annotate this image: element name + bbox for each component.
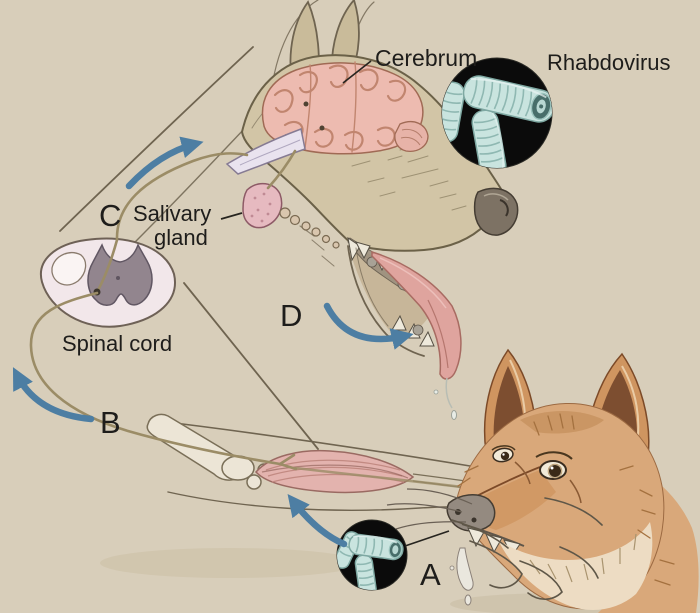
arrow-d [323, 302, 414, 350]
dog-body-outline [59, 46, 335, 450]
fox-eyes [491, 445, 573, 480]
arrow-c [125, 136, 204, 190]
brainstem-cone [225, 127, 306, 175]
nerve-spine-to-brain [115, 152, 249, 242]
virion [471, 109, 507, 168]
inset-pointer-line [404, 530, 450, 547]
step-marker-a: A [420, 557, 441, 592]
pathway-arrows [12, 136, 414, 548]
spinal-cord-inset [39, 237, 176, 328]
brain [225, 61, 429, 175]
nerve-in-cord [95, 238, 119, 294]
cerebrum-pointer-line [342, 60, 372, 84]
spinal-cord-label: Spinal cord [62, 331, 172, 356]
salivary-duct-chain [279, 207, 340, 249]
dog-foreleg [146, 413, 557, 519]
cerebrum-label: Cerebrum [375, 45, 477, 71]
rhabdovirus-label: Rhabdovirus [547, 50, 671, 75]
brain-gyri [273, 61, 407, 153]
drool [433, 377, 457, 420]
virion [462, 75, 552, 123]
fox-drool [449, 547, 474, 606]
cerebellum [394, 121, 429, 152]
step-marker-b: B [100, 405, 121, 440]
vertebral-canal [51, 252, 87, 286]
gland-texture [250, 192, 272, 223]
arrow-a [287, 494, 348, 548]
salivary-pointer-line [220, 212, 243, 220]
salivary-gland [242, 182, 340, 249]
dog-paw-sketch [451, 497, 603, 601]
gray-matter-butterfly [87, 243, 153, 306]
salivary-gland-label-line1: Salivary [133, 201, 211, 226]
dog-nose [473, 187, 519, 236]
fox [386, 348, 699, 613]
step-marker-c: C [99, 198, 121, 233]
step-marker-d: D [280, 298, 302, 333]
salivary-gland-label-line2: gland [154, 225, 208, 250]
nerve-leg-to-spine [29, 291, 282, 466]
arrow-b [12, 367, 95, 423]
rhabdovirus-inset-large [441, 57, 553, 169]
virion [348, 533, 404, 561]
fox-chin-fur [498, 522, 653, 610]
labels: Cerebrum Rhabdovirus Salivary gland Spin… [62, 45, 671, 592]
fox-fur-strokes [457, 413, 675, 586]
nerve-brain-to-gland [266, 149, 297, 190]
dog-tongue [371, 250, 462, 380]
